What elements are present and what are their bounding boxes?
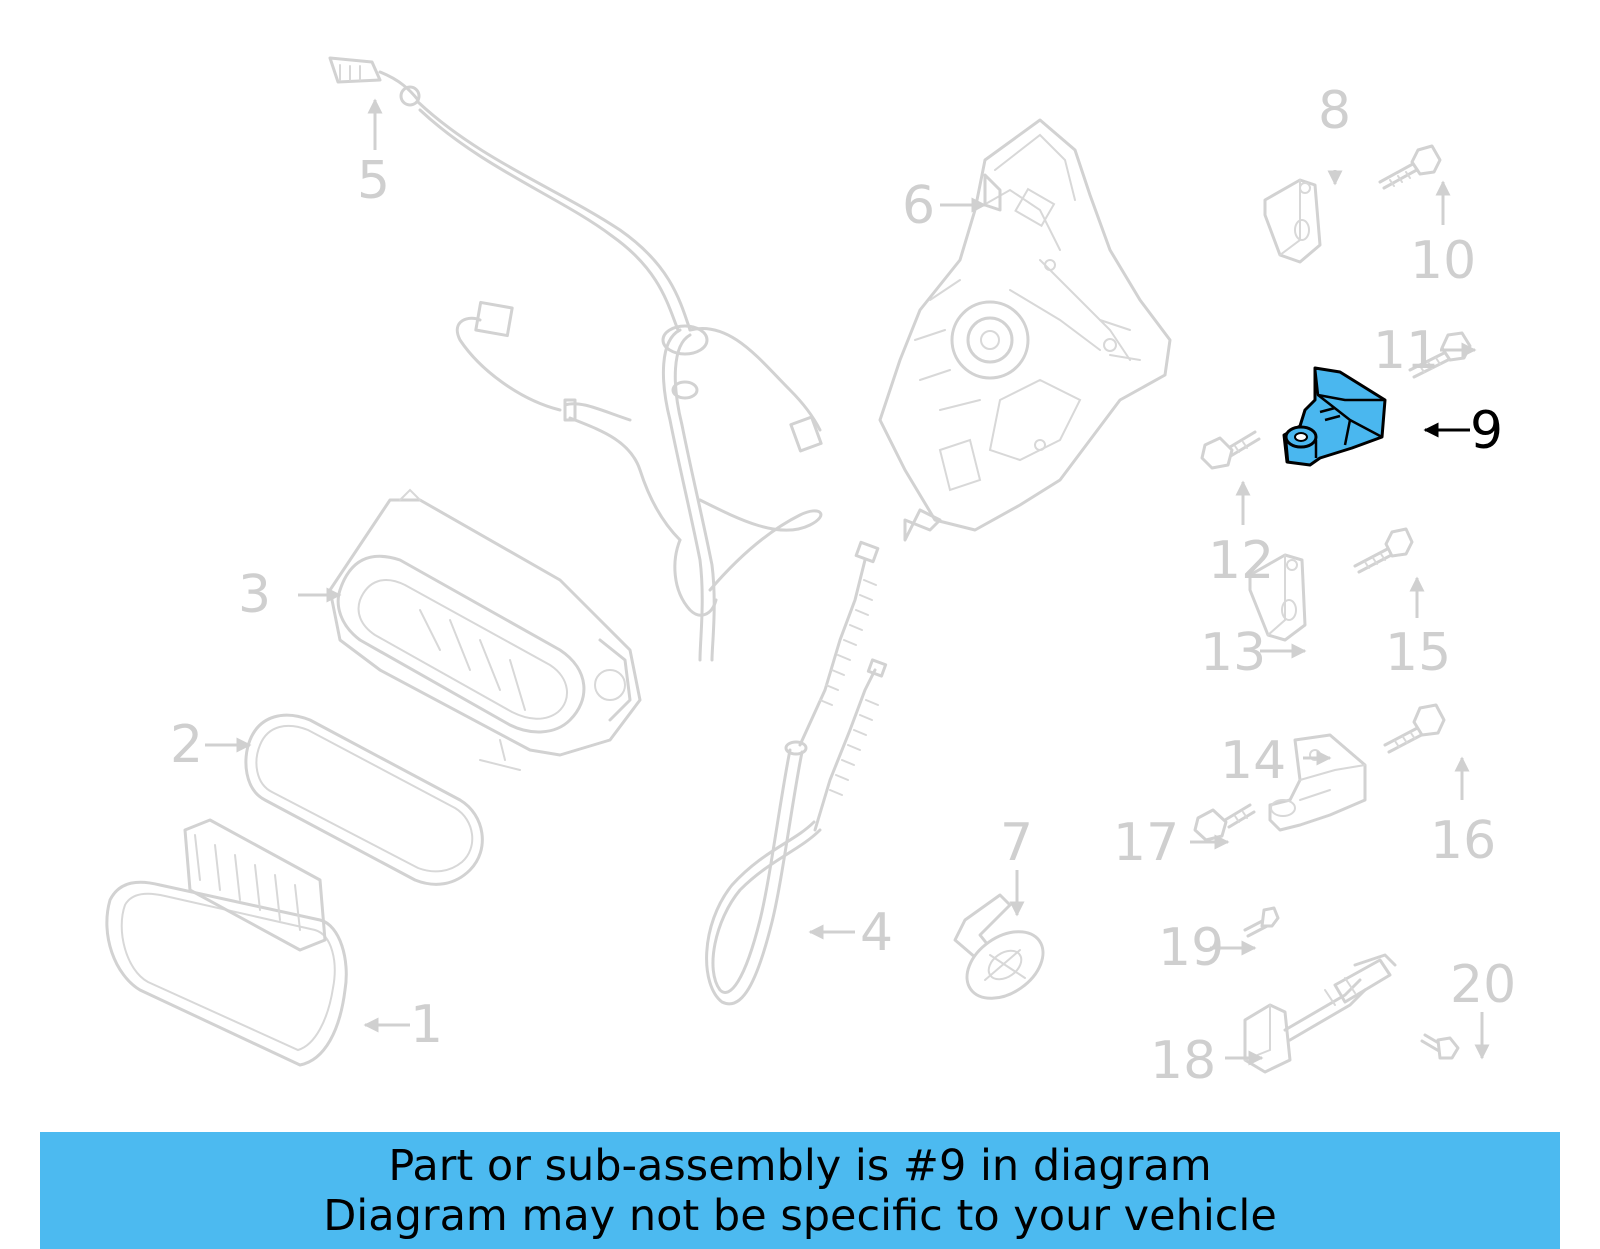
part-11-bolt bbox=[1408, 331, 1472, 379]
part-13-bracket bbox=[1248, 553, 1307, 642]
callout-10: 10 bbox=[1410, 231, 1476, 291]
callout-3: 3 bbox=[238, 565, 271, 625]
part-7-clip bbox=[953, 893, 1045, 1000]
part-9-bracket-highlighted bbox=[1282, 366, 1387, 467]
callout-4: 4 bbox=[860, 903, 893, 963]
part-12-bolt bbox=[1200, 430, 1261, 470]
callout-6: 6 bbox=[902, 176, 935, 236]
part-15-bolt bbox=[1353, 527, 1414, 574]
callout-18: 18 bbox=[1150, 1031, 1216, 1091]
part-19-screw bbox=[1243, 906, 1280, 938]
callout-13: 13 bbox=[1200, 623, 1266, 683]
part-17-bolt bbox=[1193, 803, 1256, 842]
callout-2: 2 bbox=[170, 715, 203, 775]
callout-14: 14 bbox=[1220, 731, 1286, 791]
callout-7: 7 bbox=[1000, 813, 1033, 873]
callout-19: 19 bbox=[1158, 918, 1224, 978]
parts-diagram: 1 2 3 4 5 6 7 8 9 10 11 12 13 14 15 16 1… bbox=[105, 56, 1516, 1091]
part-5-wire-harness bbox=[328, 56, 823, 662]
part-14-bracket bbox=[1268, 733, 1367, 832]
callout-11: 11 bbox=[1373, 321, 1439, 381]
banner-line-part: Part or sub-assembly is #9 in diagram bbox=[388, 1140, 1212, 1191]
callout-16: 16 bbox=[1430, 811, 1496, 871]
callout-labels: 1 2 3 4 5 6 7 8 9 10 11 12 13 14 15 16 1… bbox=[170, 81, 1516, 1091]
callout-arrows bbox=[205, 98, 1490, 1066]
info-banner: Part or sub-assembly is #9 in diagram Di… bbox=[40, 1132, 1560, 1249]
callout-8: 8 bbox=[1318, 81, 1351, 141]
part-4-cable bbox=[705, 540, 888, 1006]
part-2-gasket bbox=[244, 713, 484, 886]
part-3-handle-housing bbox=[328, 488, 642, 771]
callout-12: 12 bbox=[1208, 531, 1274, 591]
banner-line-disclaimer: Diagram may not be specific to your vehi… bbox=[323, 1190, 1277, 1241]
callout-17: 17 bbox=[1113, 813, 1179, 873]
part-20-screw bbox=[1420, 1033, 1460, 1060]
part-10-bolt bbox=[1378, 144, 1442, 190]
callout-1: 1 bbox=[410, 995, 443, 1055]
callout-15: 15 bbox=[1385, 623, 1451, 683]
part-16-bolt bbox=[1383, 703, 1446, 754]
callout-5: 5 bbox=[357, 151, 390, 211]
part-8-bracket bbox=[1263, 178, 1322, 264]
part-6-door-lock-actuator bbox=[878, 118, 1172, 542]
callout-9: 9 bbox=[1470, 401, 1503, 461]
part-1-outer-handle bbox=[105, 818, 348, 1067]
callout-20: 20 bbox=[1450, 955, 1516, 1015]
part-18-door-check bbox=[1243, 953, 1397, 1074]
